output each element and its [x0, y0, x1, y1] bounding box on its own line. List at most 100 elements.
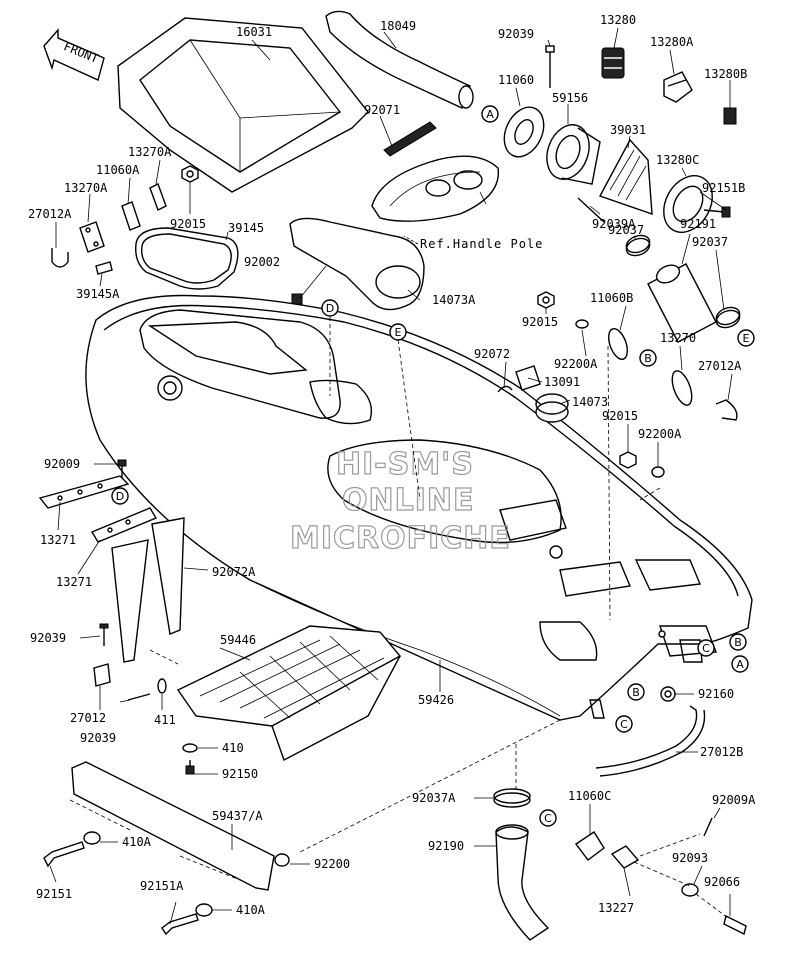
label-14073A: 14073A	[432, 293, 476, 307]
part-27012A-ubolt	[51, 248, 69, 268]
part-92071-strip	[383, 121, 437, 157]
part-11060B-gasket	[608, 328, 628, 360]
part-92151A-bolt	[161, 913, 199, 936]
callout-A-2: A	[731, 655, 749, 673]
label-13227: 13227	[598, 901, 634, 915]
label-92009A: 92009A	[712, 793, 756, 807]
label-16031: 16031	[236, 25, 272, 39]
label-13270A-b: 13270A	[64, 181, 108, 195]
label-18049: 18049	[380, 19, 416, 33]
label-92072: 92072	[474, 347, 510, 361]
label-411: 411	[154, 713, 176, 727]
callout-E-2: E	[737, 329, 755, 347]
label-410A-1: 410A	[122, 835, 152, 849]
part-labels: 16031 18049 13280 92039 13280A 11060 132…	[28, 13, 756, 917]
svg-text:B: B	[644, 352, 652, 365]
callouts: A B D E E D B C	[111, 105, 755, 827]
callout-C-1: C	[697, 639, 715, 657]
label-59437: 59437/A	[212, 809, 263, 823]
part-92009A-screw	[703, 817, 713, 837]
label-92039-top: 92039	[498, 27, 534, 41]
part-92150-bolt	[185, 760, 195, 775]
callout-B-2: B	[729, 633, 747, 651]
callout-C-2: C	[615, 715, 633, 733]
label-92066: 92066	[704, 875, 740, 889]
part-27012B-bar	[595, 705, 706, 777]
part-92151B-bolt	[703, 206, 731, 218]
label-92200A-1: 92200A	[554, 357, 598, 371]
label-11060: 11060	[498, 73, 534, 87]
watermark-line-1: HI-SM'S	[336, 447, 474, 482]
label-59156: 59156	[552, 91, 588, 105]
label-11060C: 11060C	[568, 789, 611, 803]
label-92015-bot: 92015	[602, 409, 638, 423]
part-92039-bolt-l	[99, 623, 109, 646]
label-92039-l: 92039	[30, 631, 66, 645]
label-92150: 92150	[222, 767, 258, 781]
label-92200A-2: 92200A	[638, 427, 682, 441]
label-92093: 92093	[672, 851, 708, 865]
part-18049-hose	[325, 10, 474, 109]
svg-text:C: C	[702, 642, 710, 655]
part-13270A-plate-b	[149, 183, 167, 211]
label-59446: 59446	[220, 633, 256, 647]
label-92190: 92190	[428, 839, 464, 853]
label-11060B: 11060B	[590, 291, 633, 305]
part-92072-ring	[497, 385, 513, 393]
callout-A-1: A	[481, 105, 499, 123]
part-13227-fitting	[610, 845, 640, 869]
svg-text:A: A	[486, 108, 494, 121]
part-92009-screw	[117, 459, 127, 478]
label-92039-b: 92039	[80, 731, 116, 745]
label-410: 410	[222, 741, 244, 755]
label-13280: 13280	[600, 13, 636, 27]
label-39145: 39145	[228, 221, 264, 235]
callout-E-1: E	[389, 323, 407, 341]
label-11060A: 11060A	[96, 163, 140, 177]
svg-text:C: C	[544, 812, 552, 825]
front-direction-arrow: FRONT	[43, 28, 105, 81]
label-39145A: 39145A	[76, 287, 120, 301]
part-92015-nut	[181, 165, 199, 183]
part-92190-hose	[495, 824, 550, 941]
label-27012B: 27012B	[700, 745, 743, 759]
part-13280B-clip	[723, 107, 737, 125]
label-92039A: 92039A	[592, 217, 636, 231]
part-13280C-cover	[663, 175, 713, 233]
part-92200A-washer-1	[575, 319, 589, 329]
part-92037-clamp-2	[715, 306, 741, 329]
label-92002: 92002	[244, 255, 280, 269]
part-13280A-clip	[663, 71, 693, 103]
label-13271-2: 13271	[56, 575, 92, 589]
part-27012A-ubolt-r	[715, 399, 738, 421]
label-92072A: 92072A	[212, 565, 256, 579]
part-92072A-strap-r	[151, 517, 185, 635]
part-92015-nut-m	[537, 291, 555, 309]
part-92039A-bolt	[577, 197, 605, 223]
part-39145-seal	[135, 227, 239, 290]
callout-D-2: D	[111, 487, 129, 505]
callout-B-1: B	[639, 349, 657, 367]
watermark-line-2: ONLINE	[342, 483, 475, 518]
part-11060C-gasket	[574, 831, 605, 861]
reference-note: Ref.Handle Pole	[420, 237, 543, 251]
svg-text:D: D	[116, 490, 124, 503]
part-92039-bolt	[545, 45, 555, 88]
label-14073: 14073	[572, 395, 608, 409]
part-92160-washer	[660, 686, 676, 702]
label-92037A: 92037A	[412, 791, 456, 805]
label-13280A: 13280A	[650, 35, 694, 49]
label-92037-2: 92037	[692, 235, 728, 249]
part-13270-plate	[671, 370, 693, 406]
part-411-washer	[157, 678, 167, 694]
label-13270: 13270	[660, 331, 696, 345]
part-410-washer	[182, 743, 198, 753]
part-13271-strip-2	[90, 507, 158, 543]
part-92151-bolt	[43, 841, 85, 868]
label-13280B: 13280B	[704, 67, 747, 81]
label-13091: 13091	[544, 375, 580, 389]
label-59426: 59426	[418, 693, 454, 707]
label-92151: 92151	[36, 887, 72, 901]
leader-lines	[49, 27, 733, 925]
part-11060-gasket	[503, 106, 545, 158]
